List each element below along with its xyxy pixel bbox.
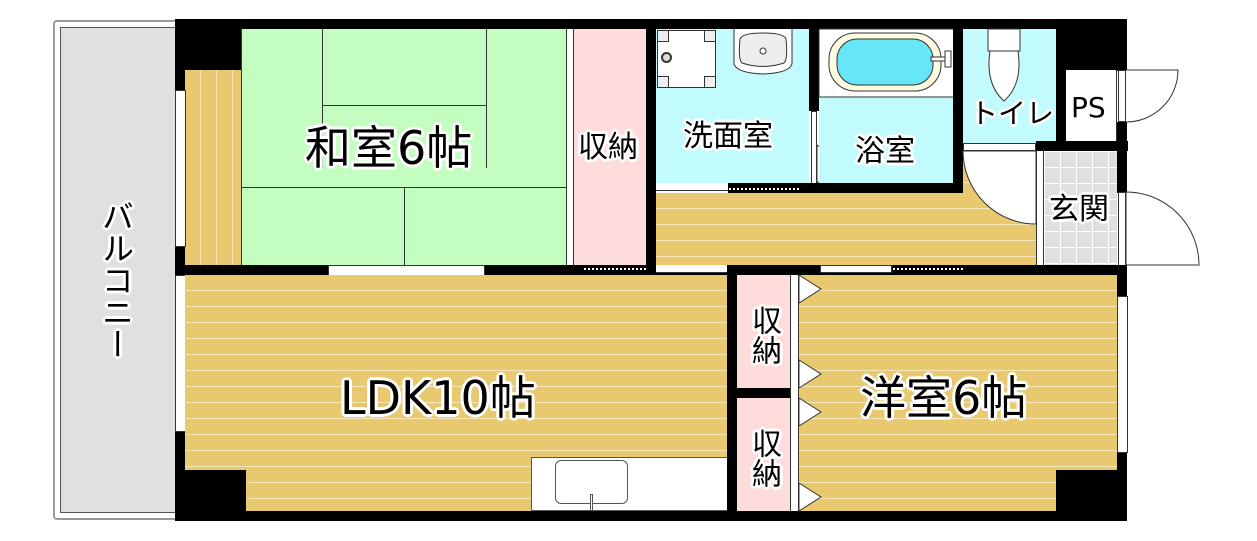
pillar-bottom-left-2	[175, 470, 246, 521]
wall-storage-washroom	[646, 19, 656, 277]
storage-mid-1-label: 収納	[746, 305, 781, 365]
yoshitsu-door[interactable]	[820, 265, 892, 273]
toilet-label: トイレ	[970, 97, 1055, 130]
sink-icon	[733, 29, 793, 75]
bath-label: 浴室	[855, 134, 915, 169]
washitsu-label: 和室6帖	[305, 121, 473, 175]
front-door-swing	[1125, 191, 1200, 266]
washroom-door[interactable]	[656, 183, 728, 191]
entrance	[1044, 151, 1117, 265]
balcony	[60, 27, 178, 513]
storage-door-strip[interactable]	[790, 275, 799, 511]
toilet-icon	[987, 28, 1021, 102]
bathtub-icon	[818, 28, 955, 98]
pipe-space	[1066, 70, 1117, 141]
wall-storage-divider	[737, 388, 799, 398]
washing-machine-icon	[657, 30, 716, 88]
front-door[interactable]	[1118, 192, 1126, 266]
pillar-bottom-right-2	[1056, 470, 1127, 521]
toilet-door[interactable]	[963, 143, 1036, 151]
yoshitsu-label: 洋室6帖	[860, 371, 1028, 425]
sliding-door-closet[interactable]	[566, 29, 574, 266]
hallway-ldk-door[interactable]	[656, 265, 728, 273]
storage-mid-2	[737, 398, 790, 511]
wall-washroom-bottom	[728, 183, 963, 193]
wall-toilet-bottom	[1036, 141, 1128, 151]
entrance-step	[1036, 151, 1044, 265]
pipe-space-label: PS	[1071, 91, 1106, 124]
wall-washroom-bath	[809, 19, 819, 111]
washroom-door-rail	[729, 188, 799, 191]
outer-wall-bottom	[175, 511, 1127, 521]
tatami-seam	[404, 187, 405, 266]
hallway	[656, 193, 1036, 265]
washitsu-wood-edge	[185, 70, 241, 266]
balcony-label: バルコニー	[97, 200, 135, 360]
wall-toilet-ps	[1056, 19, 1066, 151]
window-washitsu-left[interactable]	[175, 90, 186, 247]
ldk-label: LDK10帖	[340, 371, 536, 425]
closet-rail	[584, 268, 646, 272]
storage-mid-2-label: 収納	[746, 428, 781, 488]
window-yoshitsu-right[interactable]	[1117, 296, 1128, 453]
entrance-door-swing-inner	[962, 150, 1037, 225]
storage-top-label: 収納	[578, 130, 638, 165]
yoshitsu-door-rail	[893, 268, 963, 271]
wall-bath-toilet	[953, 19, 963, 193]
tatami-seam	[486, 29, 487, 168]
wall-ldk-storage	[727, 265, 737, 521]
ps-door-swing	[1125, 69, 1179, 123]
pillar-top-right	[1056, 19, 1127, 70]
pillar-top-left	[175, 19, 246, 70]
tatami-seam	[322, 29, 323, 168]
ps-door[interactable]	[1118, 70, 1126, 122]
entrance-label: 玄関	[1049, 192, 1109, 227]
washroom-label: 洗面室	[683, 119, 773, 154]
faucet-icon	[590, 494, 593, 511]
storage-door-swings	[798, 274, 822, 512]
tatami-seam	[322, 105, 487, 106]
wall-ps-right	[1117, 19, 1127, 71]
storage-mid-1	[737, 275, 790, 388]
ldk	[185, 275, 737, 511]
wall-entrance-right	[1117, 151, 1127, 193]
storage-top	[574, 29, 647, 266]
